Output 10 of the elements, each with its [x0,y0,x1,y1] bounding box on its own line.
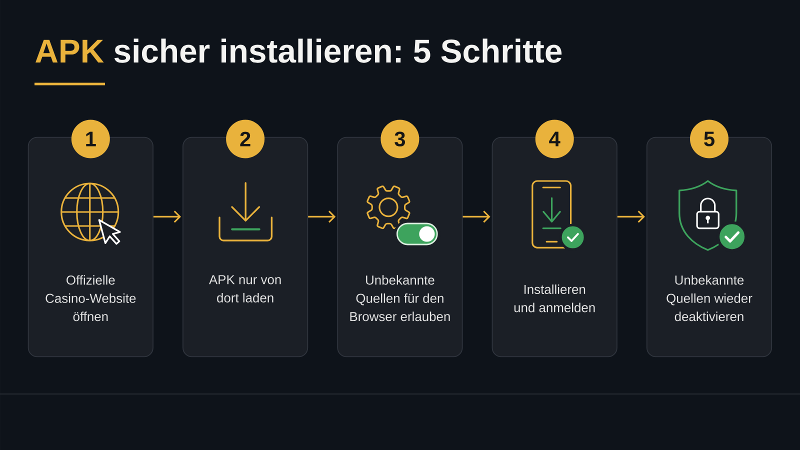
number-badge: 5 [690,120,728,158]
title: APK sicher installieren: 5 Schritte [36,38,562,63]
arrow [617,210,645,223]
number-badge: 3 [380,120,420,158]
number-badge: 1 [71,120,110,158]
number-badge: 4 [535,120,574,158]
number-badge: 2 [226,120,265,158]
arrow [308,210,336,223]
arrow [462,210,490,223]
arrow [153,210,182,223]
